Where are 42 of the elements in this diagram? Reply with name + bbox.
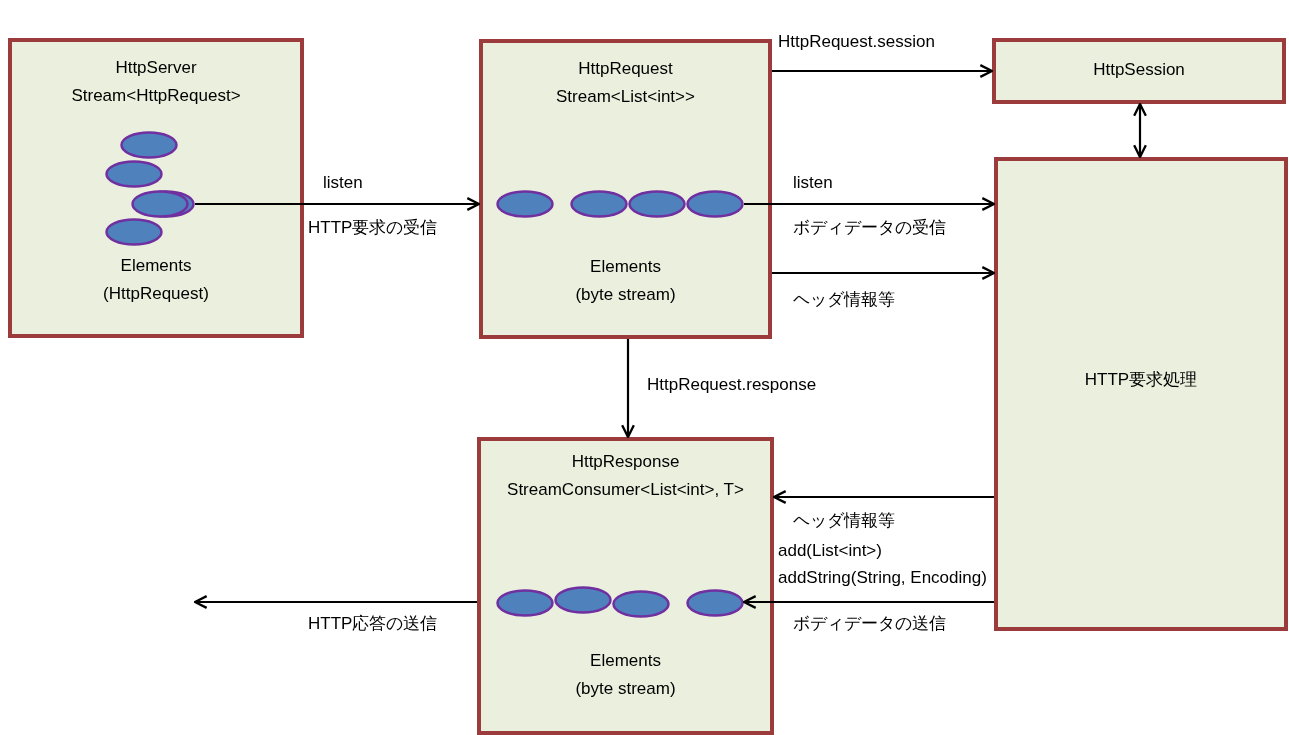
element-ellipse (496, 190, 554, 218)
annotation-label: ボディデータの受信 (793, 217, 946, 239)
arrow (772, 266, 996, 280)
arrow (621, 339, 635, 439)
edge-label: ヘッダ情報等 (793, 289, 895, 311)
element-ellipse (612, 590, 670, 618)
element-ellipse (554, 586, 612, 614)
element-ellipse (686, 190, 744, 218)
arrow (195, 197, 481, 211)
component-box (477, 437, 774, 735)
element-ellipse (120, 131, 178, 159)
element-ellipse (570, 190, 628, 218)
element-ellipse (105, 160, 163, 188)
annotation-label: HTTP要求の受信 (308, 217, 438, 239)
node-title: HttpRequest Stream<List<int>> (555, 58, 696, 108)
edge-label: ヘッダ情報等 (793, 510, 895, 532)
arrow (742, 595, 994, 609)
arrow (772, 490, 994, 504)
node-title: HttpResponse StreamConsumer<List<int>, T> (506, 451, 745, 501)
element-ellipse (686, 589, 744, 617)
arrow (772, 64, 994, 78)
node-title: HttpServer Stream<HttpRequest> (70, 57, 242, 107)
component-box (994, 157, 1288, 631)
node-caption: Elements (byte stream) (574, 256, 677, 306)
element-ellipse (628, 190, 686, 218)
element-ellipse (105, 218, 163, 246)
annotation-label: addString(String, Encoding) (778, 567, 987, 589)
node-title: HTTP要求処理 (1083, 369, 1199, 391)
element-ellipse (496, 589, 554, 617)
edge-label: HTTP応答の送信 (308, 613, 438, 635)
node-caption: Elements (HttpRequest) (102, 255, 210, 305)
arrow (1133, 102, 1147, 159)
component-box (8, 38, 304, 338)
arrow (193, 595, 477, 609)
component-box (479, 39, 772, 339)
annotation-label: add(List<int>) (778, 540, 882, 562)
node-caption: Elements (byte stream) (574, 650, 677, 700)
node-title: HttpSession (1092, 59, 1186, 81)
component-box (992, 38, 1286, 104)
edge-label: ボディデータの送信 (793, 613, 946, 635)
arrow (744, 197, 996, 211)
element-ellipse (131, 190, 195, 218)
